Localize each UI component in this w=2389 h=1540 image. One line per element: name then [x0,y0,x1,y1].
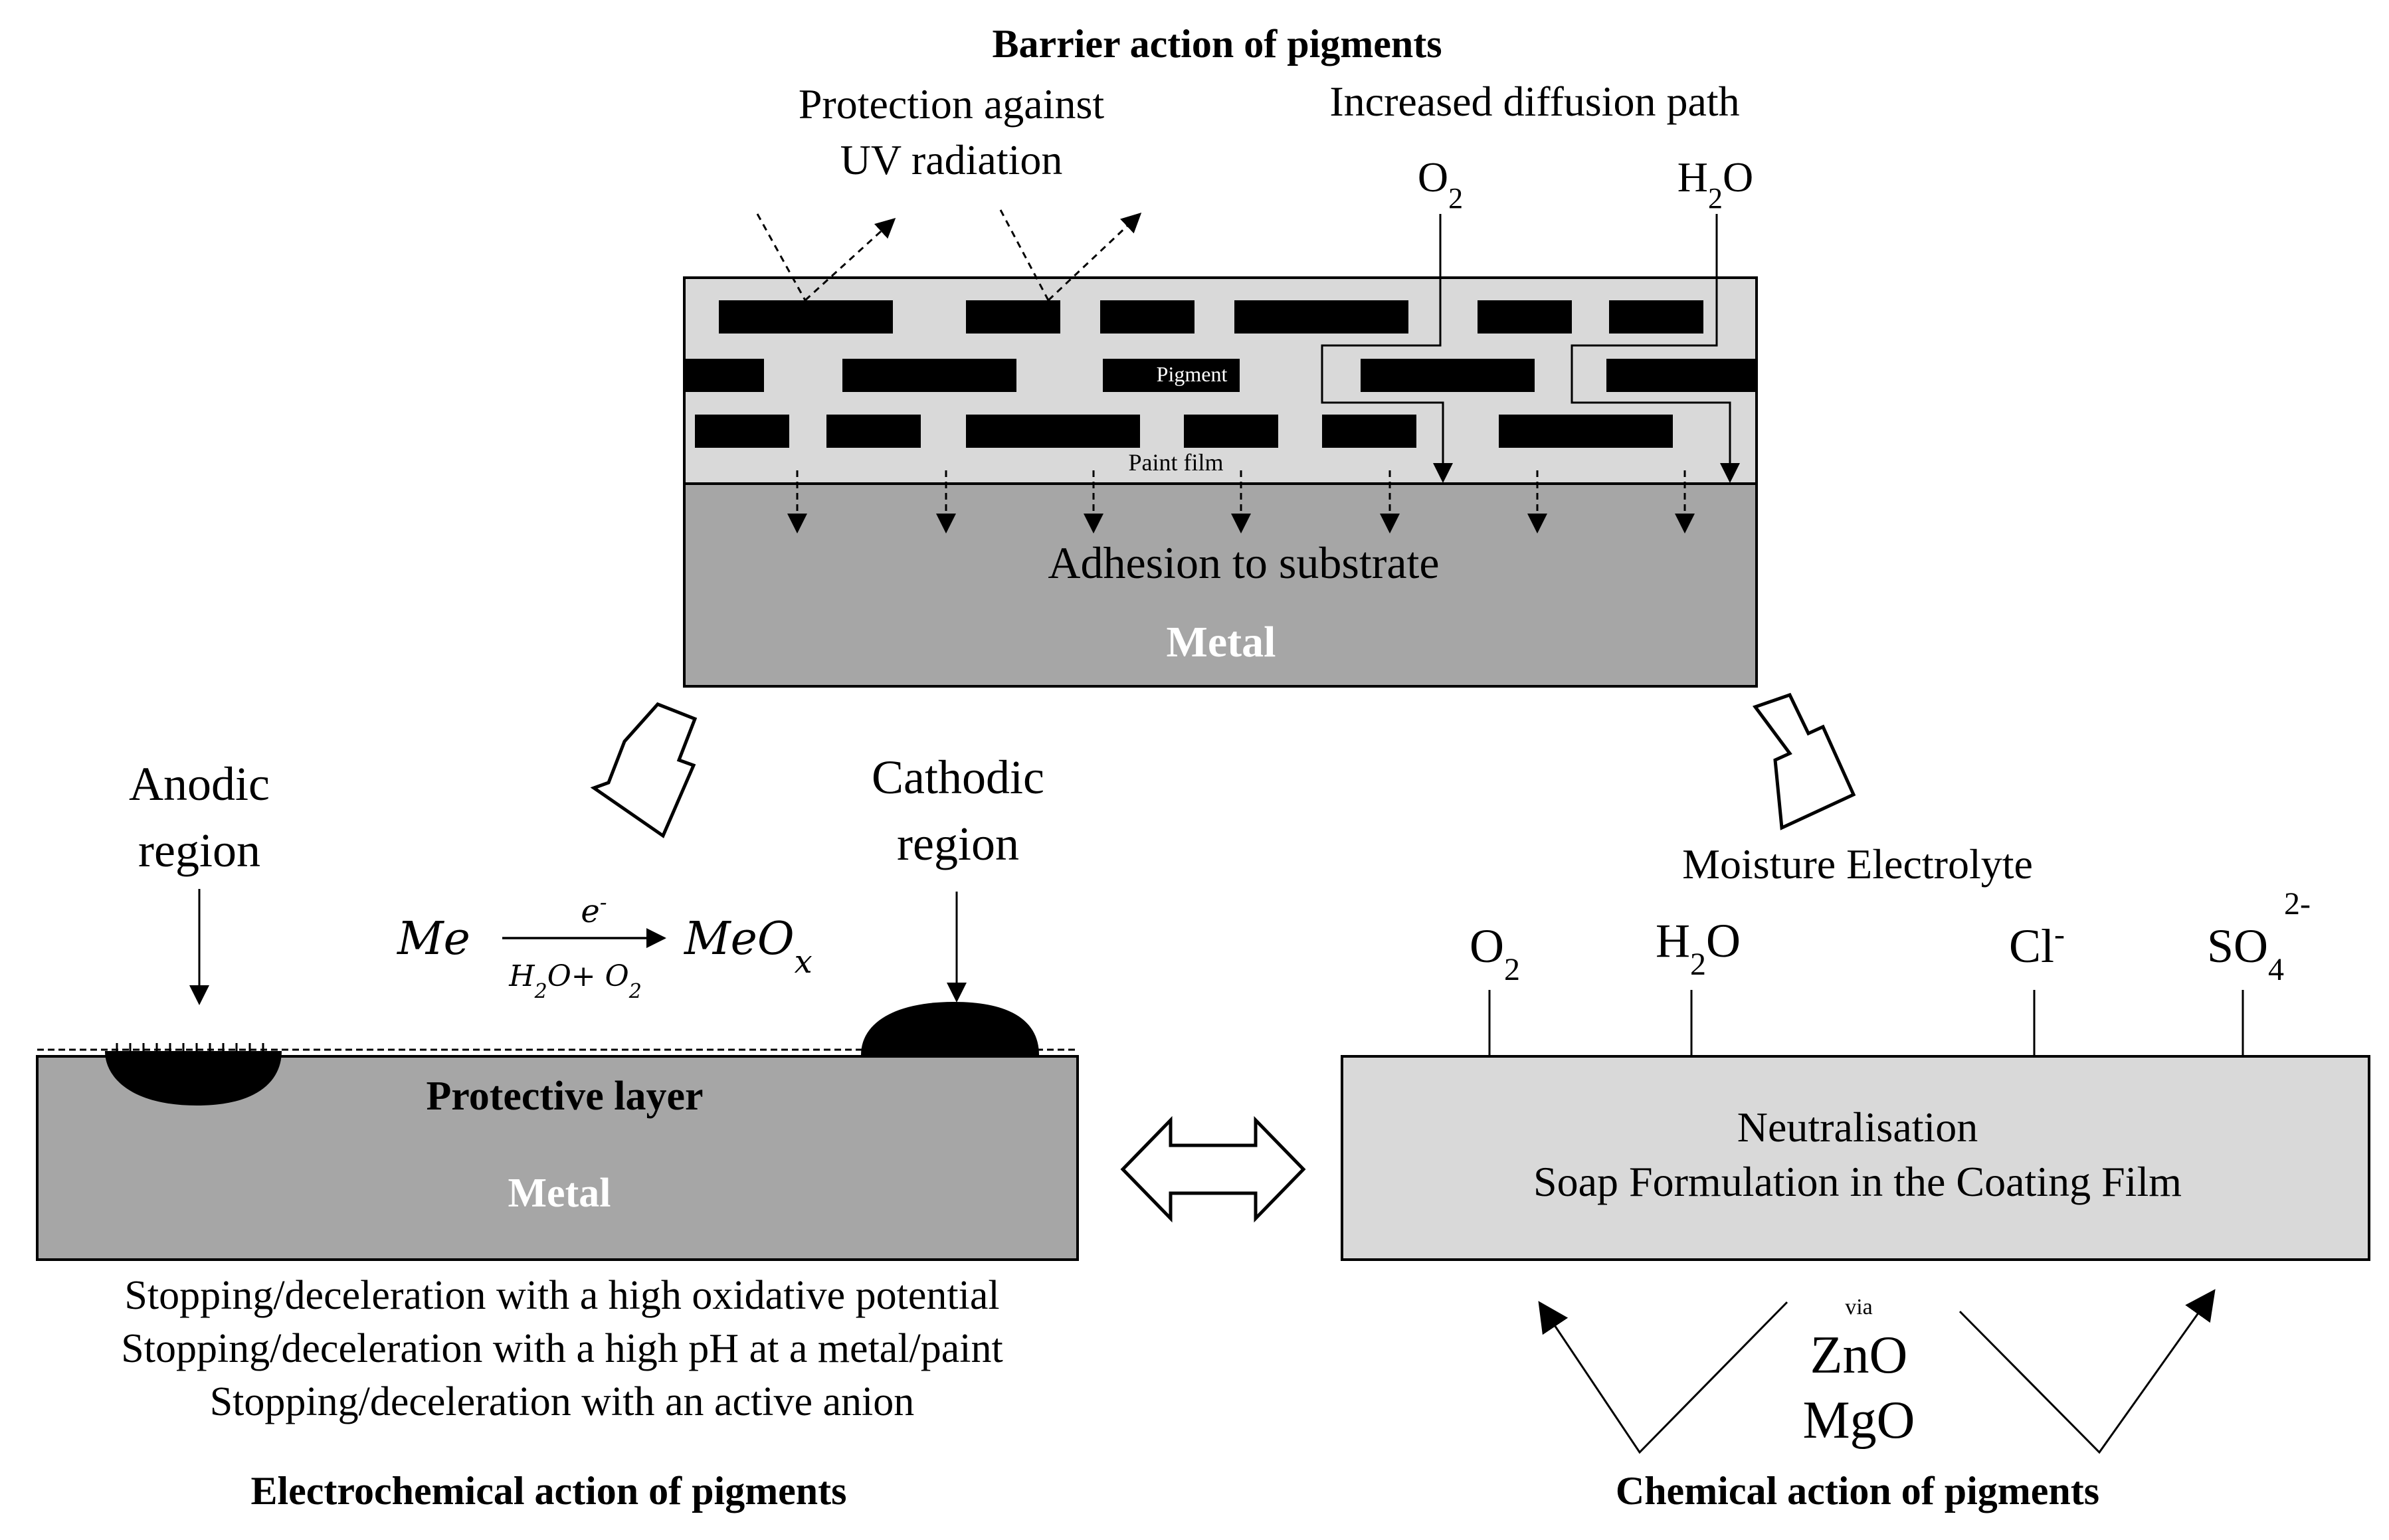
double-hollow-arrow [1120,1115,1306,1223]
uv-label-line1: Protection against [799,80,1105,128]
chemical-title: Chemical action of pigments [1616,1469,2099,1513]
uv-incoming-ray [756,213,807,301]
barrier-title: Barrier action of pigments [992,22,1442,66]
pigment-flake [1184,415,1278,448]
h2o-diffusion-path [1571,214,1740,483]
anodic-pit-ticks [116,1043,264,1052]
pigment-flake [1100,300,1194,334]
pigment-particles [684,300,1757,448]
barrier-o2-label: O2 [1418,153,1463,215]
left-cycle-arrow [1538,1301,1788,1454]
pigment-flake-labeled [1103,359,1240,392]
coating-film-box [1341,1055,2370,1261]
mgo-label: MgO [1803,1391,1915,1450]
reaction-product: MeOx [683,913,812,981]
adhesion-label: Adhesion to substrate [1048,537,1439,588]
pigment-flake [966,415,1140,448]
electro-note-3: Stopping/deceleration with an active ani… [210,1379,915,1424]
pigment-flake [1606,359,1757,392]
cathodic-label-line1: Cathodic [872,751,1044,804]
pigment-flake [719,300,893,334]
cathodic-label-line2: region [897,817,1019,870]
reaction-catalyst-electron: e- [581,890,607,930]
via-label: via [1845,1295,1873,1319]
chem-h2o-label: H2O [1656,914,1741,982]
cathodic-deposit [861,1002,1039,1055]
pigment-flake [1478,300,1572,334]
chem-cl-label: Cl- [2009,917,2065,973]
anodic-label-line2: region [138,824,260,877]
pigment-flake [684,359,764,392]
uv-reflection-arrows [756,209,1142,302]
top-metal-label: Metal [1167,618,1276,666]
pigment-label: Pigment [1157,362,1228,386]
pigment-flake [1499,415,1673,448]
o2-diffusion-path [1321,214,1453,483]
barrier-h2o-label: H2O [1677,153,1753,215]
uv-label-line2: UV radiation [840,136,1063,183]
protective-layer-label: Protective layer [426,1074,703,1119]
right-cycle-arrow [1959,1289,2216,1454]
diffusion-label: Increased diffusion path [1329,78,1739,125]
neutralisation-label: Neutralisation [1737,1104,1978,1151]
pigment-flake [826,415,921,448]
chem-o2-label: O2 [1470,919,1520,987]
uv-reflected-ray [1047,212,1142,302]
moisture-electrolyte-label: Moisture Electrolyte [1682,840,2033,888]
reaction-conditions: H2O+ O2 [508,959,642,1003]
hollow-arrow-to-chemical [1752,692,1856,830]
adhesion-arrows [787,470,1695,533]
pigment-flake [1361,359,1535,392]
reaction-reactant: Me [396,913,470,965]
left-metal-label: Metal [508,1171,611,1216]
electro-note-2: Stopping/deceleration with a high pH at … [121,1326,1003,1371]
hollow-arrow-to-electrochemical [590,702,698,838]
pigment-flake [1234,300,1408,334]
metal-substrate-top [683,482,1758,688]
cycle-arrows [1538,1289,2216,1454]
uv-reflected-ray [804,217,896,302]
chem-so4-label: SO42- [2207,886,2311,987]
electrochemical-title: Electrochemical action of pigments [250,1469,846,1513]
pigment-flake [1322,415,1416,448]
uv-incoming-ray [999,209,1050,301]
paint-film-label: Paint film [1129,449,1224,476]
anodic-label-line1: Anodic [129,757,270,811]
pigment-flake [1609,300,1703,334]
pigment-flake [695,415,789,448]
anodic-pit [105,1051,282,1106]
pigment-flake [842,359,1016,392]
soap-formulation-label: Soap Formulation in the Coating Film [1533,1158,2182,1205]
pigment-flake [966,300,1060,334]
electro-note-1: Stopping/deceleration with a high oxidat… [124,1273,999,1318]
zno-label: ZnO [1810,1326,1908,1385]
